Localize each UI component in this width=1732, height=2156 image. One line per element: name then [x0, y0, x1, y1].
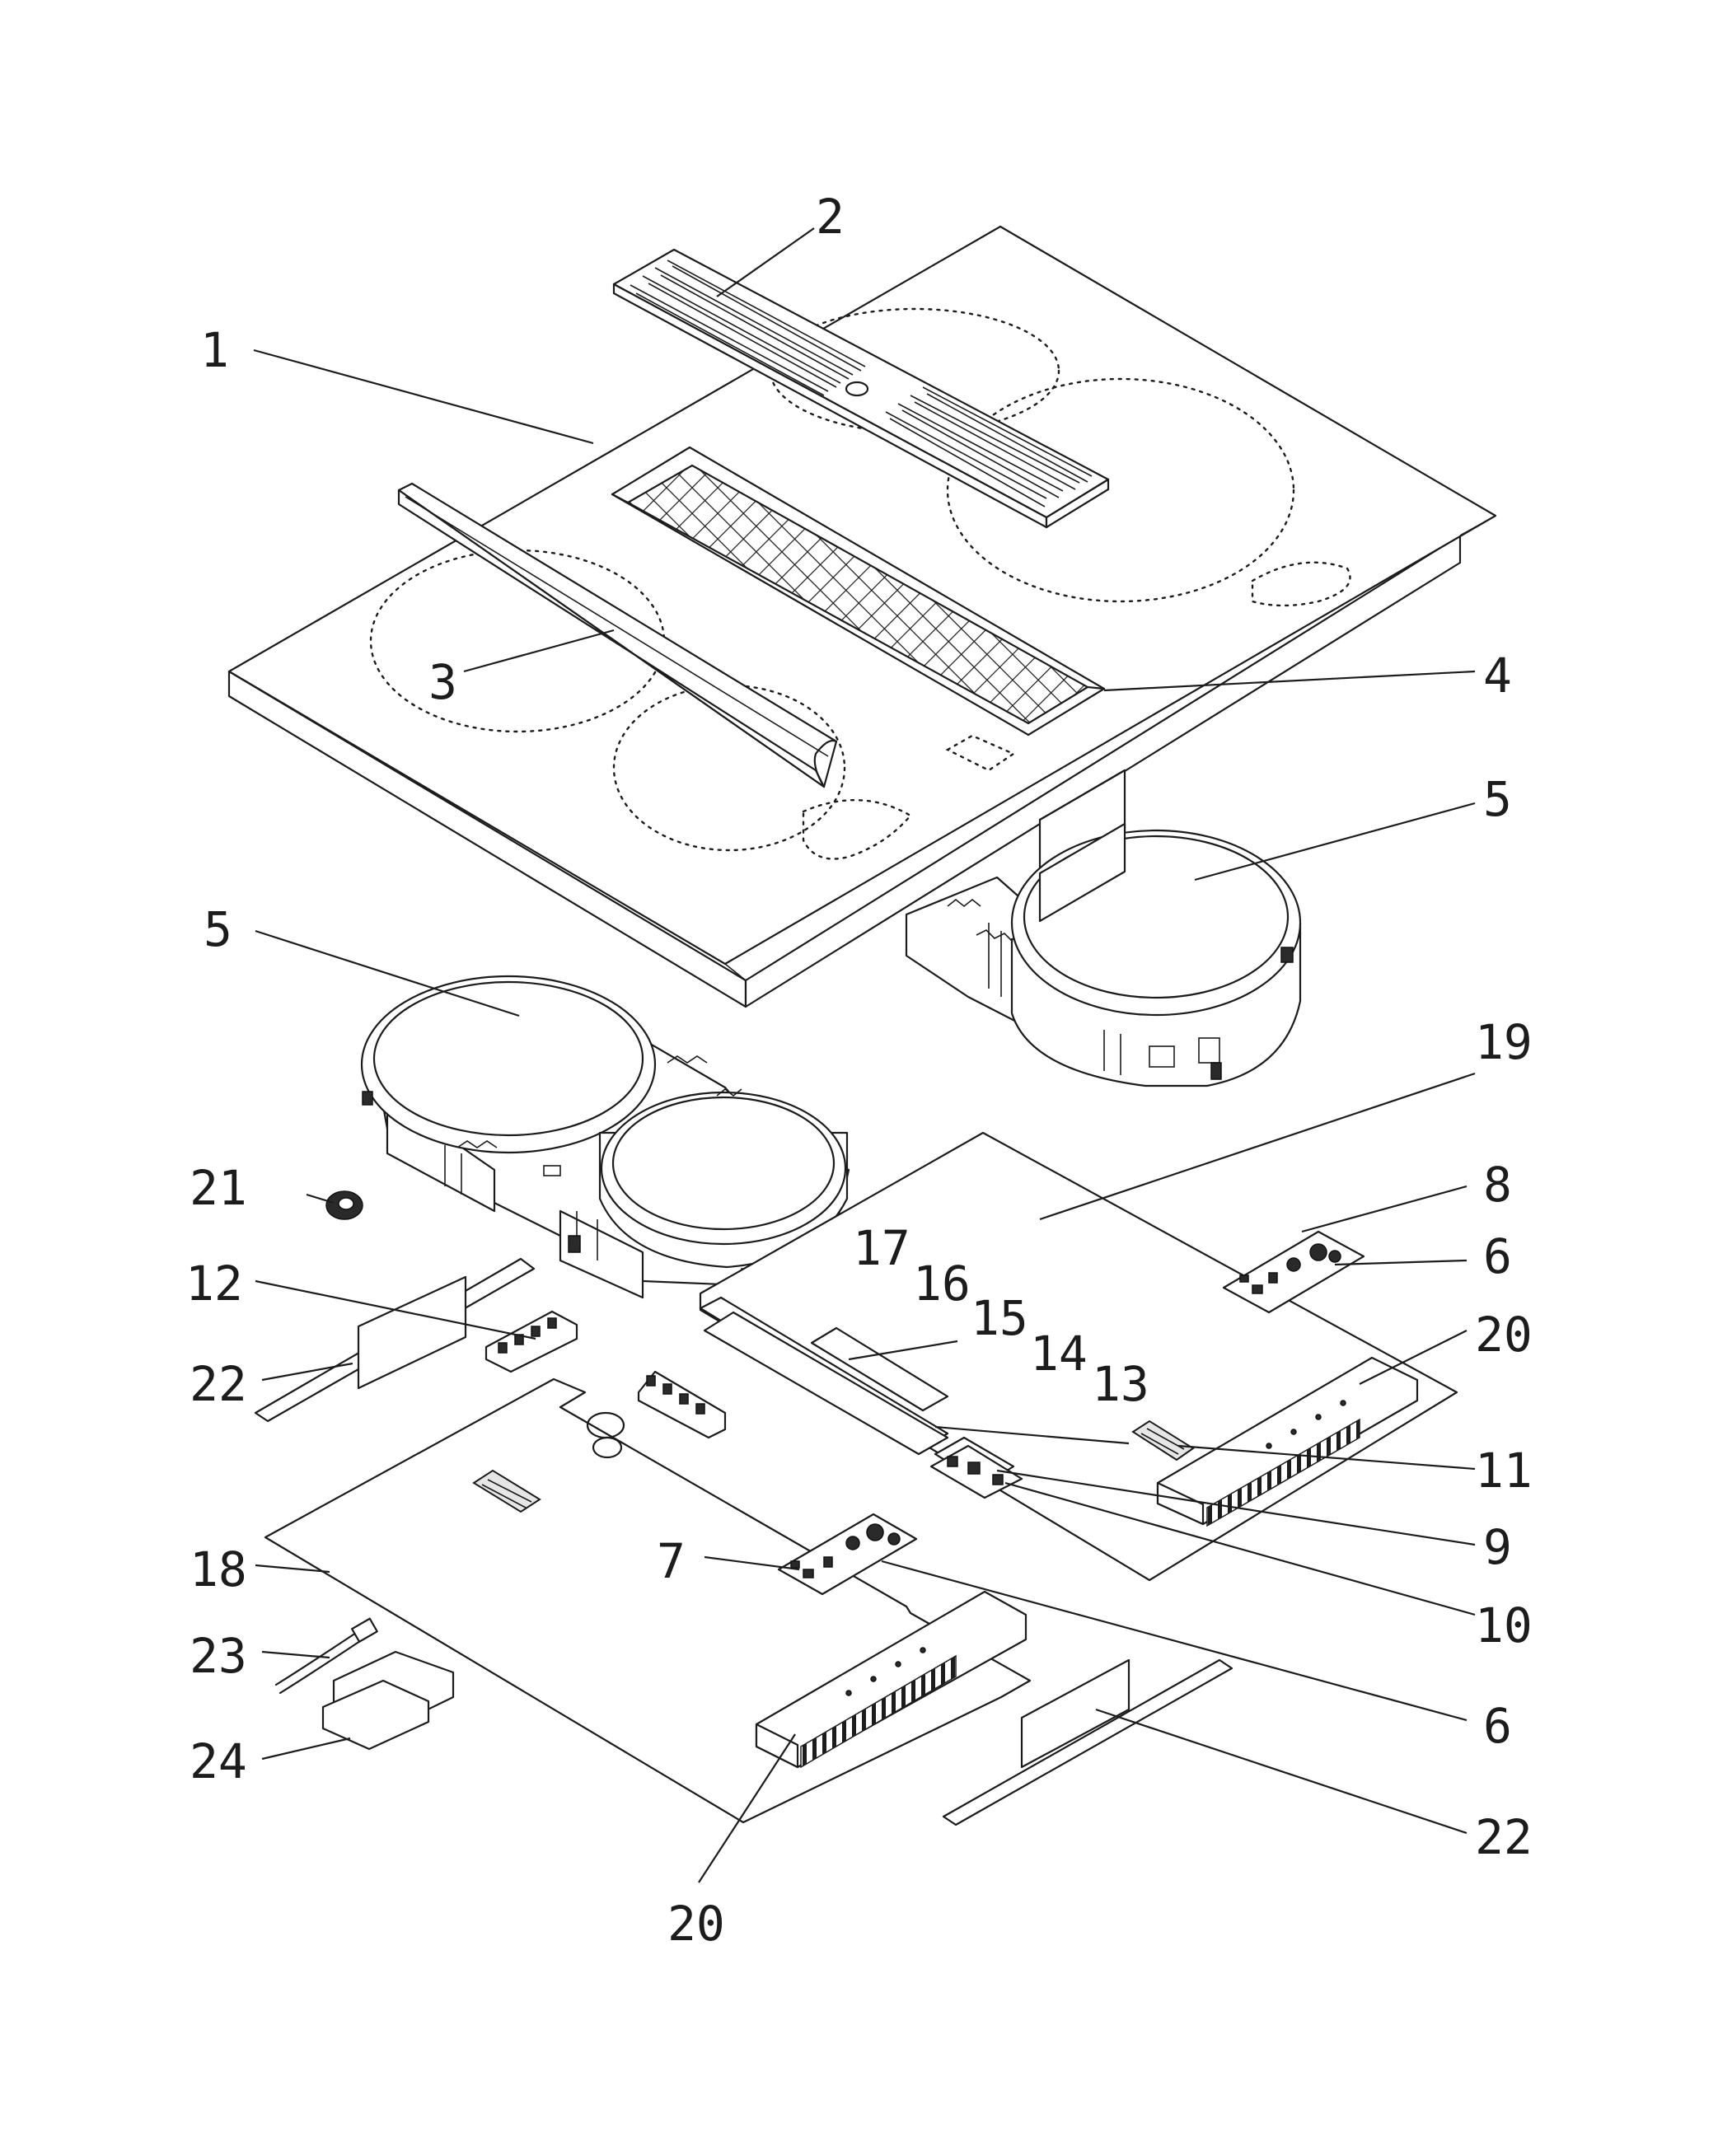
ribbon-connector-11: [1131, 1419, 1195, 1461]
label-6-lower: 6: [1483, 1698, 1512, 1754]
control-board-stack: [699, 1296, 1023, 1499]
label-12: 12: [185, 1256, 243, 1312]
label-9: 9: [1483, 1519, 1512, 1575]
label-14: 14: [1030, 1326, 1088, 1382]
label-20-lower: 20: [667, 1896, 725, 1952]
leader-lines: [253, 227, 1476, 1883]
pcb-upper-right: [1222, 1230, 1365, 1314]
ribbon-connector-left: [472, 1469, 541, 1513]
induction-module-right: [905, 822, 1302, 1087]
label-21: 21: [190, 1160, 247, 1216]
heat-sink-right: [1156, 1356, 1419, 1527]
label-5-right: 5: [1483, 771, 1512, 827]
vent-opening-with-filter: [611, 446, 1106, 737]
label-8: 8: [1483, 1157, 1512, 1213]
label-1: 1: [200, 322, 229, 378]
label-16: 16: [913, 1256, 971, 1312]
label-4: 4: [1483, 648, 1512, 704]
heat-sink-lower: [755, 1590, 1027, 1769]
vent-grille: [612, 248, 1110, 529]
part-labels: 1 2 3 4 5 5 6 6 7 8 9 10 11 12 13 14 15 …: [185, 189, 1533, 1952]
heat-shield-lower-right: [942, 1658, 1233, 1826]
label-6-upper: 6: [1483, 1228, 1512, 1284]
label-5-left: 5: [204, 901, 232, 957]
label-15: 15: [971, 1290, 1028, 1346]
label-24: 24: [190, 1733, 247, 1789]
heat-shield-left: [254, 1257, 536, 1423]
label-19: 19: [1475, 1014, 1533, 1070]
power-cable: [274, 1617, 378, 1695]
label-17: 17: [853, 1220, 910, 1276]
induction-module-left: [360, 975, 850, 1299]
profile-trim: [397, 482, 838, 788]
label-23: 23: [190, 1628, 247, 1684]
cable-block: [321, 1650, 455, 1751]
label-22-right: 22: [1475, 1809, 1533, 1865]
terminal-block-upper: [484, 1310, 578, 1373]
label-3: 3: [428, 654, 457, 710]
pcb-lower: [777, 1513, 918, 1596]
label-22-left: 22: [190, 1356, 247, 1412]
label-13: 13: [1092, 1356, 1149, 1412]
label-2: 2: [816, 189, 845, 245]
label-10: 10: [1475, 1597, 1533, 1653]
label-20-right: 20: [1475, 1307, 1533, 1363]
label-18: 18: [190, 1541, 247, 1597]
terminal-block-lower: [637, 1370, 727, 1439]
label-7: 7: [657, 1533, 686, 1589]
label-11: 11: [1475, 1443, 1533, 1499]
grommet: [325, 1190, 363, 1220]
